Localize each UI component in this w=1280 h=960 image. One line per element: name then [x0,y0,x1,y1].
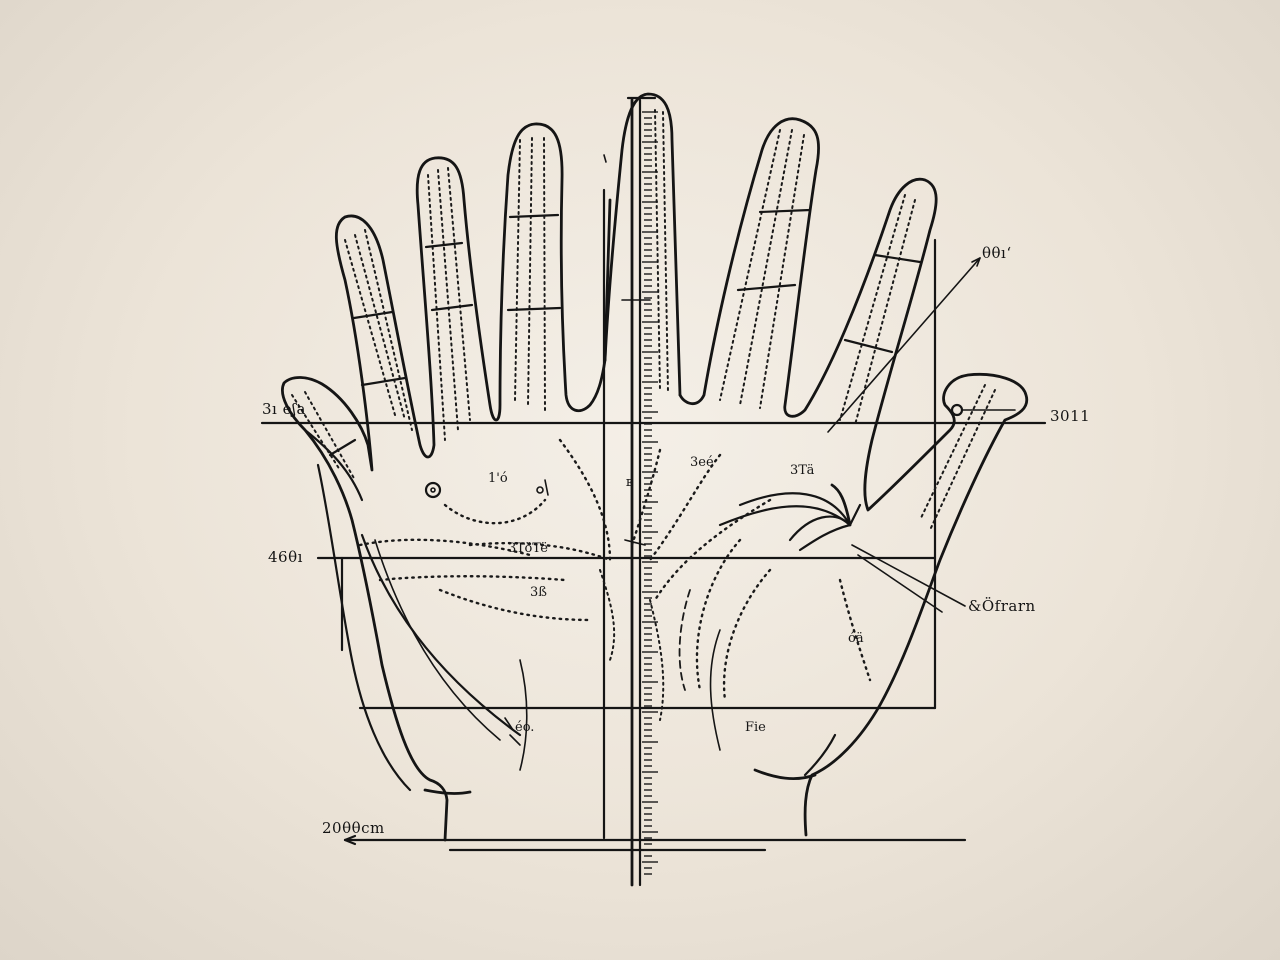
label-left-bottom: 20θθcm [322,819,385,837]
palm-label-heel-right: Fie [745,720,766,735]
label-right-mid: 3011 [1050,407,1090,425]
palm-label-center-code: 3TöTë [508,541,548,556]
middle-finger-outline [603,92,682,397]
pointer-line-right-low [851,544,966,607]
ruler-ticks [642,111,658,875]
label-left-top: 3ı eʃa [262,400,306,418]
label-right-top: θθı‘ [982,244,1012,262]
thumb-marker [950,403,964,417]
palm-label-heel-left: éo. [515,720,534,735]
hand-outline [281,117,1029,842]
center-ruler [621,96,657,887]
palm-label-ruler-mark: ᴇ [626,475,633,490]
label-left-mid: 46θı [268,548,303,566]
palm-label-center-right: 3Tä [790,463,815,478]
palm-marker-circle [424,481,442,499]
pointer-line-top-right [827,257,981,433]
finger-texture [291,109,996,531]
label-right-low: &Öfrarn [968,597,1036,615]
finger-creases [328,208,922,457]
palm-line-bundle [718,483,862,552]
palm-label-right: óä [848,631,864,646]
thumb-inner-line [303,428,364,502]
palm-label-left: 3ß [530,585,547,600]
palm-label-center-top: 3eé [690,455,714,470]
palm-label-finger-mark: 1'ó [488,471,508,486]
